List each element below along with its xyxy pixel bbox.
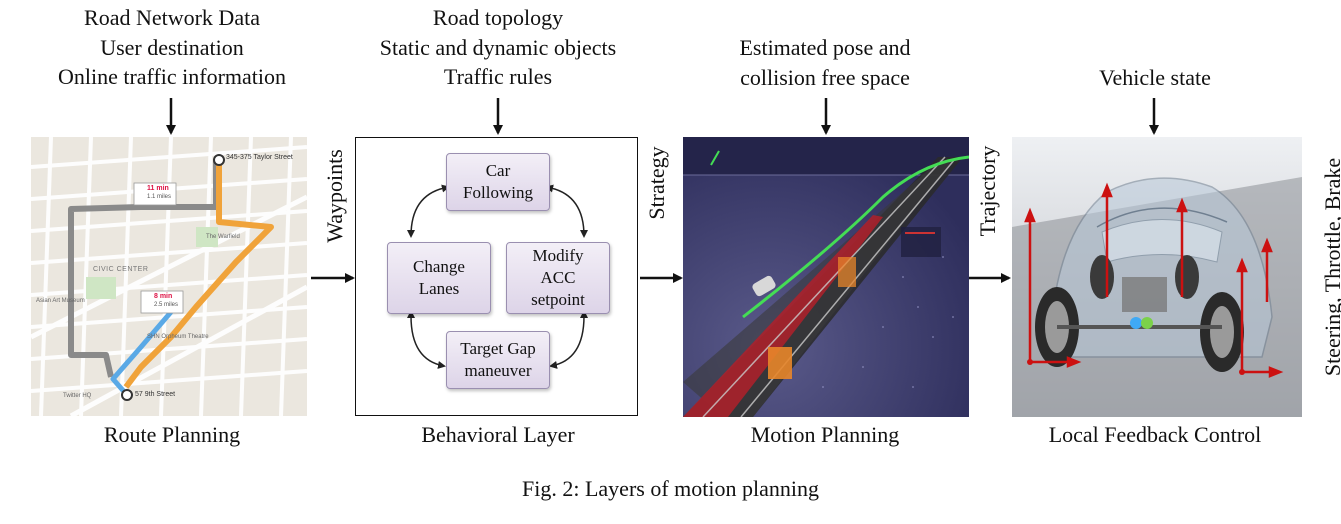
map-place-orpheum: SHN Orpheum Theatre bbox=[147, 334, 209, 340]
motion-planning-image bbox=[683, 137, 969, 417]
transition-car-to-lanes bbox=[407, 184, 450, 238]
route-map-graphic bbox=[31, 137, 307, 416]
map-place-twitter: Twitter HQ bbox=[63, 393, 92, 399]
transition-acc-to-gap bbox=[549, 310, 588, 369]
route-map: 345-375 Taylor Street 57 9th Street 11 m… bbox=[31, 137, 307, 416]
map-place-warfield: The Warfield bbox=[206, 234, 240, 240]
state-transition-arrows bbox=[407, 184, 588, 369]
motion-planning-label: Motion Planning bbox=[750, 422, 900, 447]
map-dist-2: 2.5 miles bbox=[154, 302, 179, 308]
route-inputs: Road Network Data User destination Onlin… bbox=[22, 3, 322, 92]
behavior-input-3: Traffic rules bbox=[443, 64, 553, 89]
control-input-1: Vehicle state bbox=[1099, 65, 1211, 90]
map-place-civic-center: CIVIC CENTER bbox=[93, 266, 149, 273]
map-place-asian-art: Asian Art Museum bbox=[36, 298, 85, 304]
route-input-2: User destination bbox=[100, 34, 244, 60]
vehicle-control-image bbox=[1012, 137, 1302, 417]
route-input-3: Online traffic information bbox=[57, 64, 287, 89]
motion-inputs: Estimated pose and collision free space bbox=[680, 33, 970, 92]
map-dist-1: 1.1 miles bbox=[147, 194, 172, 200]
map-address-top: 345-375 Taylor Street bbox=[226, 154, 293, 161]
behavior-input-2: Static and dynamic objects bbox=[379, 34, 617, 60]
route-planning-label: Route Planning bbox=[103, 422, 241, 447]
transition-car-to-acc bbox=[545, 184, 588, 238]
motion-input-1: Estimated pose and bbox=[739, 35, 911, 60]
output-label: Steering, Throttle, Brake bbox=[1320, 157, 1341, 377]
map-time-1: 11 min bbox=[147, 185, 169, 192]
vehicle-graphic bbox=[1012, 137, 1302, 417]
waypoints-label: Waypoints bbox=[322, 149, 347, 243]
strategy-label: Strategy bbox=[644, 146, 669, 220]
figure-caption: Fig. 2: Layers of motion planning bbox=[522, 476, 819, 501]
behavioral-layer-label: Behavioral Layer bbox=[421, 422, 575, 447]
map-time-2: 8 min bbox=[154, 293, 173, 300]
trajectory-label: Trajectory bbox=[975, 145, 1000, 237]
map-address-bottom: 57 9th Street bbox=[135, 391, 176, 398]
behavior-input-1: Road topology bbox=[432, 5, 564, 30]
local-feedback-control-label: Local Feedback Control bbox=[1048, 422, 1262, 447]
motion-input-2: collision free space bbox=[740, 64, 910, 90]
motion-planning-graphic bbox=[683, 137, 969, 417]
route-input-1: Road Network Data bbox=[84, 5, 260, 30]
behavior-inputs: Road topology Static and dynamic objects… bbox=[338, 3, 658, 92]
transition-lanes-to-gap bbox=[407, 310, 446, 369]
control-inputs: Vehicle state bbox=[1010, 63, 1300, 93]
